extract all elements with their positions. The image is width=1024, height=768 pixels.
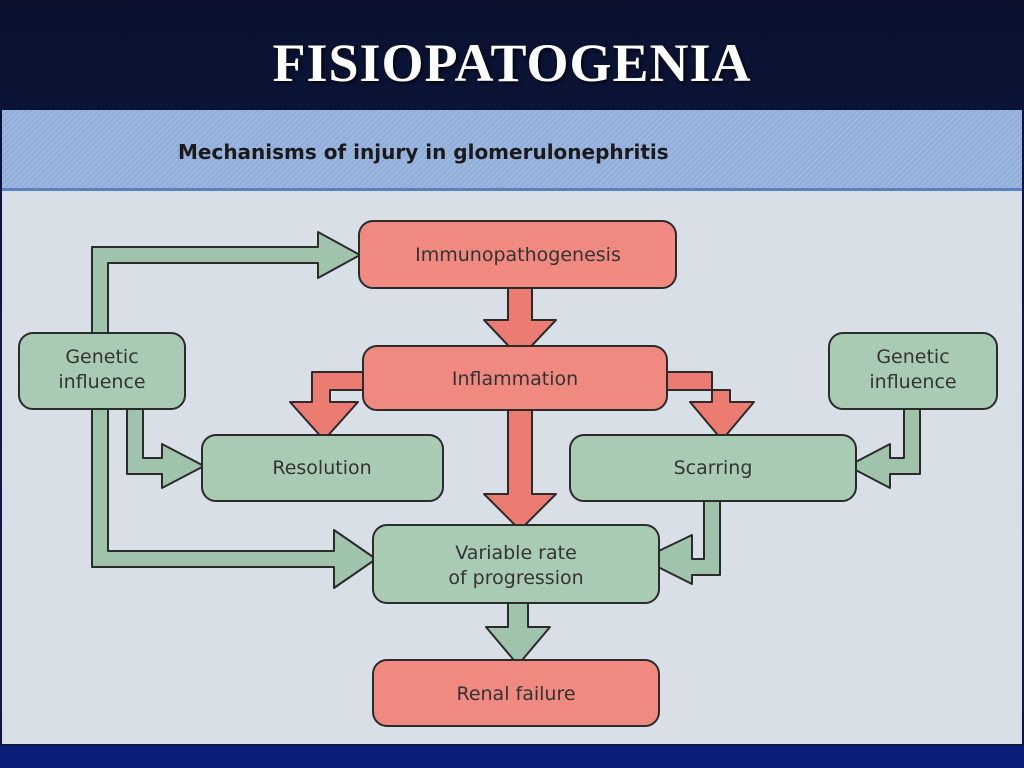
- genetic-influence-right-line2: influence: [869, 371, 956, 393]
- bottom-band: [0, 746, 1024, 768]
- slide-title: FISIOPATOGENIA: [272, 33, 752, 93]
- renal-failure-label: Renal failure: [456, 683, 575, 705]
- immunopathogenesis-box: [358, 220, 677, 289]
- scarring-box: [569, 434, 857, 502]
- arrow-progression-to-renal-failure: [485, 602, 551, 666]
- figure-header: Mechanisms of injury in glomerulonephrit…: [2, 110, 1022, 191]
- genetic-influence-right-line1: Genetic: [876, 346, 949, 368]
- progression-line1: Variable rate: [455, 542, 577, 564]
- arrow-genetic-to-immunopathogenesis: [91, 231, 361, 336]
- renal-failure-box: [372, 659, 660, 727]
- progression-box: [372, 524, 660, 604]
- resolution-box: [201, 434, 444, 502]
- immunopathogenesis-label: Immunopathogenesis: [415, 244, 621, 266]
- inflammation-box: [362, 345, 668, 411]
- genetic-influence-right-box: [828, 332, 998, 410]
- figure-caption: Mechanisms of injury in glomerulonephrit…: [178, 140, 669, 164]
- genetic-influence-left-line1: Genetic: [65, 346, 138, 368]
- progression-line2: of progression: [448, 567, 583, 589]
- arrow-inflammation-to-resolution: [289, 371, 371, 441]
- genetic-influence-left-box: [18, 332, 186, 410]
- genetic-influence-left-line2: influence: [58, 371, 145, 393]
- arrow-genetic-to-progression: [91, 407, 377, 589]
- inflammation-label: Inflammation: [452, 368, 578, 390]
- arrow-inflammation-to-progression: [483, 409, 557, 531]
- scarring-label: Scarring: [674, 457, 753, 479]
- arrow-genetic-to-scarring: [847, 408, 921, 489]
- resolution-label: Resolution: [272, 457, 371, 479]
- arrow-genetic-to-resolution: [126, 407, 205, 489]
- arrow-immunopathogenesis-to-inflammation: [483, 285, 557, 359]
- arrow-scarring-to-progression: [641, 499, 721, 585]
- arrow-inflammation-to-scarring: [664, 371, 755, 441]
